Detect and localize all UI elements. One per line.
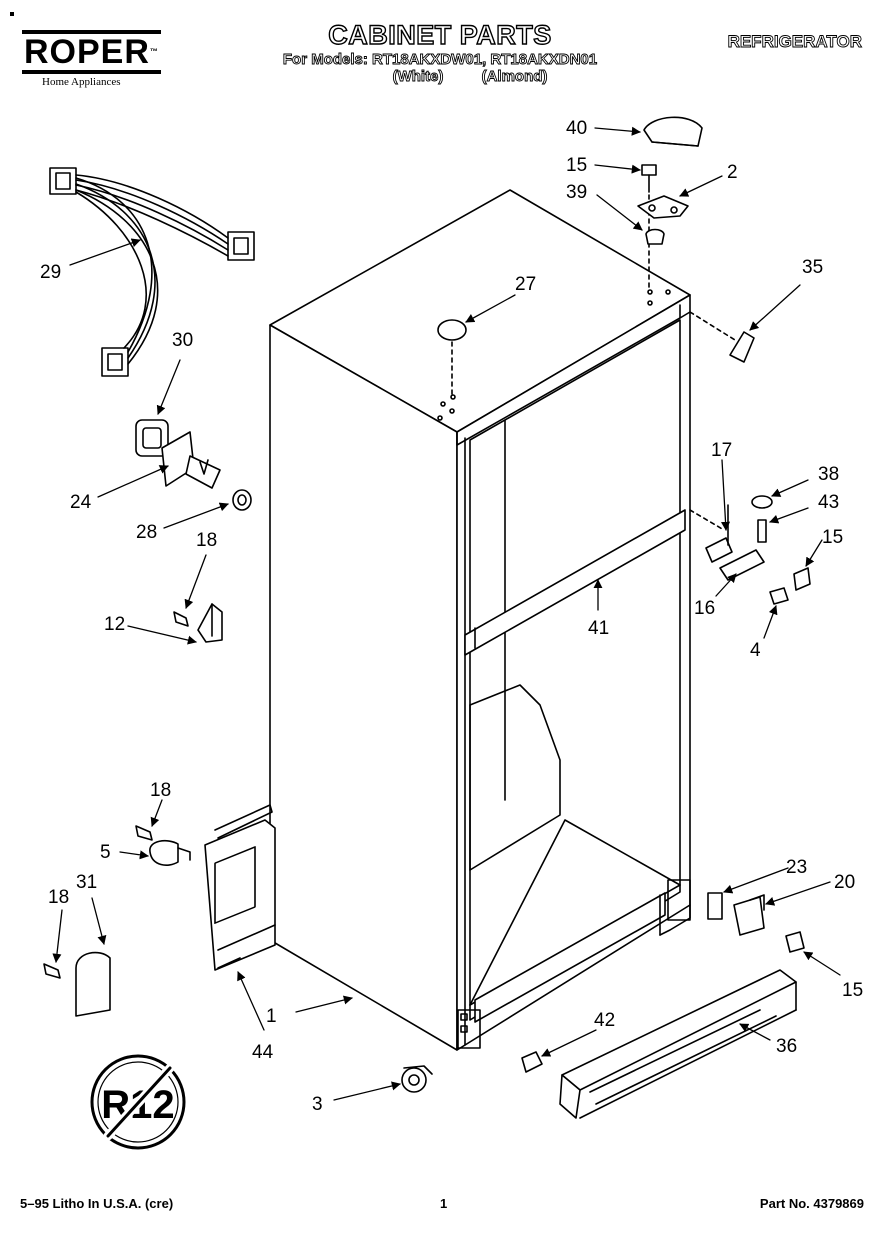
screw-and-clip-12: [173, 603, 223, 643]
callout-40: 40: [566, 118, 587, 139]
bottom-hinge: [707, 892, 805, 953]
center-hinge: [689, 495, 811, 605]
callout-15-bottom: 15: [842, 980, 863, 1001]
drain-tube: [161, 431, 221, 489]
top-hinge-plate: [637, 195, 689, 219]
door-stop: [689, 311, 755, 363]
grommet: [232, 489, 252, 511]
callout-1: 1: [266, 1006, 277, 1027]
callout-42: 42: [594, 1010, 615, 1031]
callout-12: 12: [104, 614, 125, 635]
colors-line: (White) (Almond): [240, 68, 640, 86]
cover-31: [43, 951, 111, 1017]
part-number: Part No. 4379869: [759, 1196, 864, 1211]
callout-23: 23: [786, 857, 807, 878]
callout-38: 38: [818, 464, 839, 485]
callout-15-mid: 15: [822, 527, 843, 548]
brand-trademark: ™: [149, 47, 159, 56]
hinge-shim: [645, 228, 665, 245]
callout-18-upper: 18: [196, 530, 217, 551]
color-almond: (Almond): [481, 68, 548, 86]
callout-2: 2: [727, 162, 738, 183]
brand-name: ROPER: [24, 33, 150, 71]
callout-31: 31: [76, 872, 97, 893]
callout-27: 27: [515, 274, 536, 295]
callout-43: 43: [818, 492, 839, 513]
callout-36: 36: [776, 1036, 797, 1057]
callout-39: 39: [566, 182, 587, 203]
callout-3: 3: [312, 1094, 323, 1115]
callout-30: 30: [172, 330, 193, 351]
toe-grille: [559, 969, 797, 1119]
callout-numbers: 40 15 2 39 35 27 29 30 24 28 18 12 17 38…: [40, 118, 863, 1115]
leader-lines: [52, 126, 841, 1101]
callout-18-lower: 18: [150, 780, 171, 801]
brand-block: ROPER™ Home Appliances: [22, 30, 162, 88]
callout-4: 4: [750, 640, 761, 661]
appliance-type: REFRIGERATOR: [727, 32, 862, 52]
models-line: For Models: RT18AKXDW01, RT18AKXDN01: [282, 51, 598, 69]
callout-35: 35: [802, 257, 823, 278]
callout-18-far: 18: [48, 887, 69, 908]
callout-44: 44: [252, 1042, 274, 1063]
cabinet-body: [269, 189, 691, 1051]
hinge-cover: [643, 116, 703, 147]
glide-42: [521, 1051, 543, 1073]
callout-15-top: 15: [566, 155, 587, 176]
no-r12-badge: R12: [90, 1054, 186, 1150]
page-title: CABINET PARTS: [328, 19, 552, 50]
callout-29: 29: [40, 262, 61, 283]
callout-17: 17: [711, 440, 732, 461]
page-number: 1: [440, 1196, 448, 1211]
callout-16: 16: [694, 598, 715, 619]
callout-28: 28: [136, 522, 157, 543]
clamp-5: [135, 825, 191, 866]
brand-subtitle: Home Appliances: [42, 76, 121, 88]
wire-harness: [49, 167, 255, 377]
footer-print-info: 5–95 Litho In U.S.A. (cre): [20, 1196, 174, 1211]
callout-24: 24: [70, 492, 92, 513]
brand-logo: ROPER™: [22, 30, 161, 74]
corner-mark: [10, 12, 14, 16]
left-lower-bracket: [204, 804, 276, 971]
callout-20: 20: [834, 872, 855, 893]
plug-27: [437, 319, 467, 396]
color-white: (White): [392, 68, 444, 86]
callout-5: 5: [100, 842, 111, 863]
title-block: CABINET PARTS For Models: RT18AKXDW01, R…: [240, 19, 640, 86]
gasket-part: [135, 419, 169, 457]
callout-41: 41: [588, 618, 609, 639]
roller-3: [401, 1065, 433, 1093]
